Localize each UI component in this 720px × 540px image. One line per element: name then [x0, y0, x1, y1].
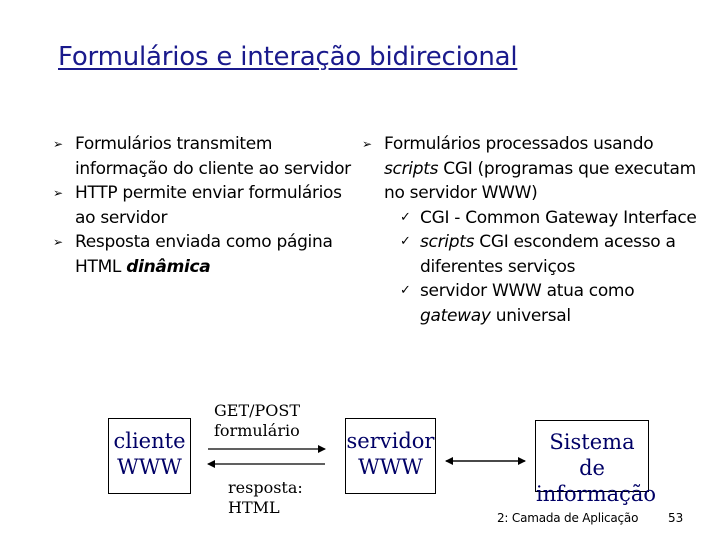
sub-text: CGI escondem acesso a diferentes serviço…	[420, 232, 676, 277]
bullet-text: HTTP permite enviar formulários ao servi…	[75, 183, 342, 228]
sub-item: ✓ scripts CGI escondem acesso a diferent…	[362, 230, 707, 279]
sub-italic: gateway	[420, 305, 491, 326]
request-label-line1: GET/POST	[214, 401, 301, 420]
system-label-line2: informação	[536, 482, 657, 506]
left-bullet-list: ➢ Formulários transmitem informação do c…	[53, 132, 353, 279]
bullet-item: ➢ Formulários transmitem informação do c…	[53, 132, 353, 181]
check-bullet-icon: ✓	[400, 234, 411, 249]
server-label-line2: WWW	[358, 455, 423, 479]
bullet-text: Formulários transmitem informação do cli…	[75, 134, 351, 179]
check-bullet-icon: ✓	[400, 283, 411, 298]
bullet-item: ➢ Resposta enviada como página HTML dinâ…	[53, 230, 353, 279]
sub-text: servidor WWW atua como	[420, 281, 635, 301]
server-label-line1: servidor	[346, 429, 435, 453]
bullet-text: Resposta enviada como página HTML	[75, 232, 333, 277]
response-label-line2: HTML	[228, 498, 280, 517]
sub-item: ✓ servidor WWW atua como gateway univers…	[362, 279, 707, 328]
right-bullet-list: ➢ Formulários processados usando scripts…	[362, 132, 707, 328]
information-system-box: Sistema de informação	[535, 420, 656, 506]
bullet-text: Formulários processados usando	[384, 134, 654, 154]
request-label-line2: formulário	[214, 421, 300, 440]
response-label-line1: resposta:	[228, 478, 303, 497]
response-label: resposta: HTML	[228, 478, 303, 518]
arrow-bullet-icon: ➢	[53, 186, 63, 200]
sub-item: ✓ CGI - Common Gateway Interface	[362, 206, 707, 231]
sub-text: universal	[490, 305, 571, 326]
sub-italic: scripts	[420, 232, 475, 252]
bullet-item: ➢ Formulários processados usando scripts…	[362, 132, 707, 206]
bullet-item: ➢ HTTP permite enviar formulários ao ser…	[53, 181, 353, 230]
bullet-emphasis: dinâmica	[126, 256, 211, 277]
request-label: GET/POST formulário	[214, 401, 300, 441]
client-label-line1: cliente	[113, 429, 186, 453]
bullet-italic: scripts	[384, 158, 439, 179]
bullet-text: CGI (programas que executam no servidor …	[384, 158, 696, 204]
arrow-bullet-icon: ➢	[53, 137, 63, 151]
client-label-line2: WWW	[117, 455, 182, 479]
page-number: 53	[668, 511, 684, 525]
system-label-line1: Sistema de	[549, 430, 635, 480]
server-box: servidor WWW	[345, 418, 436, 494]
client-box: cliente WWW	[108, 418, 191, 494]
footer-text: 2: Camada de Aplicação	[497, 511, 639, 525]
slide-title: Formulários e interação bidirecional	[58, 42, 518, 72]
arrow-bullet-icon: ➢	[362, 137, 372, 151]
arrow-bullet-icon: ➢	[53, 235, 63, 249]
sub-text: CGI - Common Gateway Interface	[420, 207, 697, 228]
check-bullet-icon: ✓	[400, 209, 411, 225]
